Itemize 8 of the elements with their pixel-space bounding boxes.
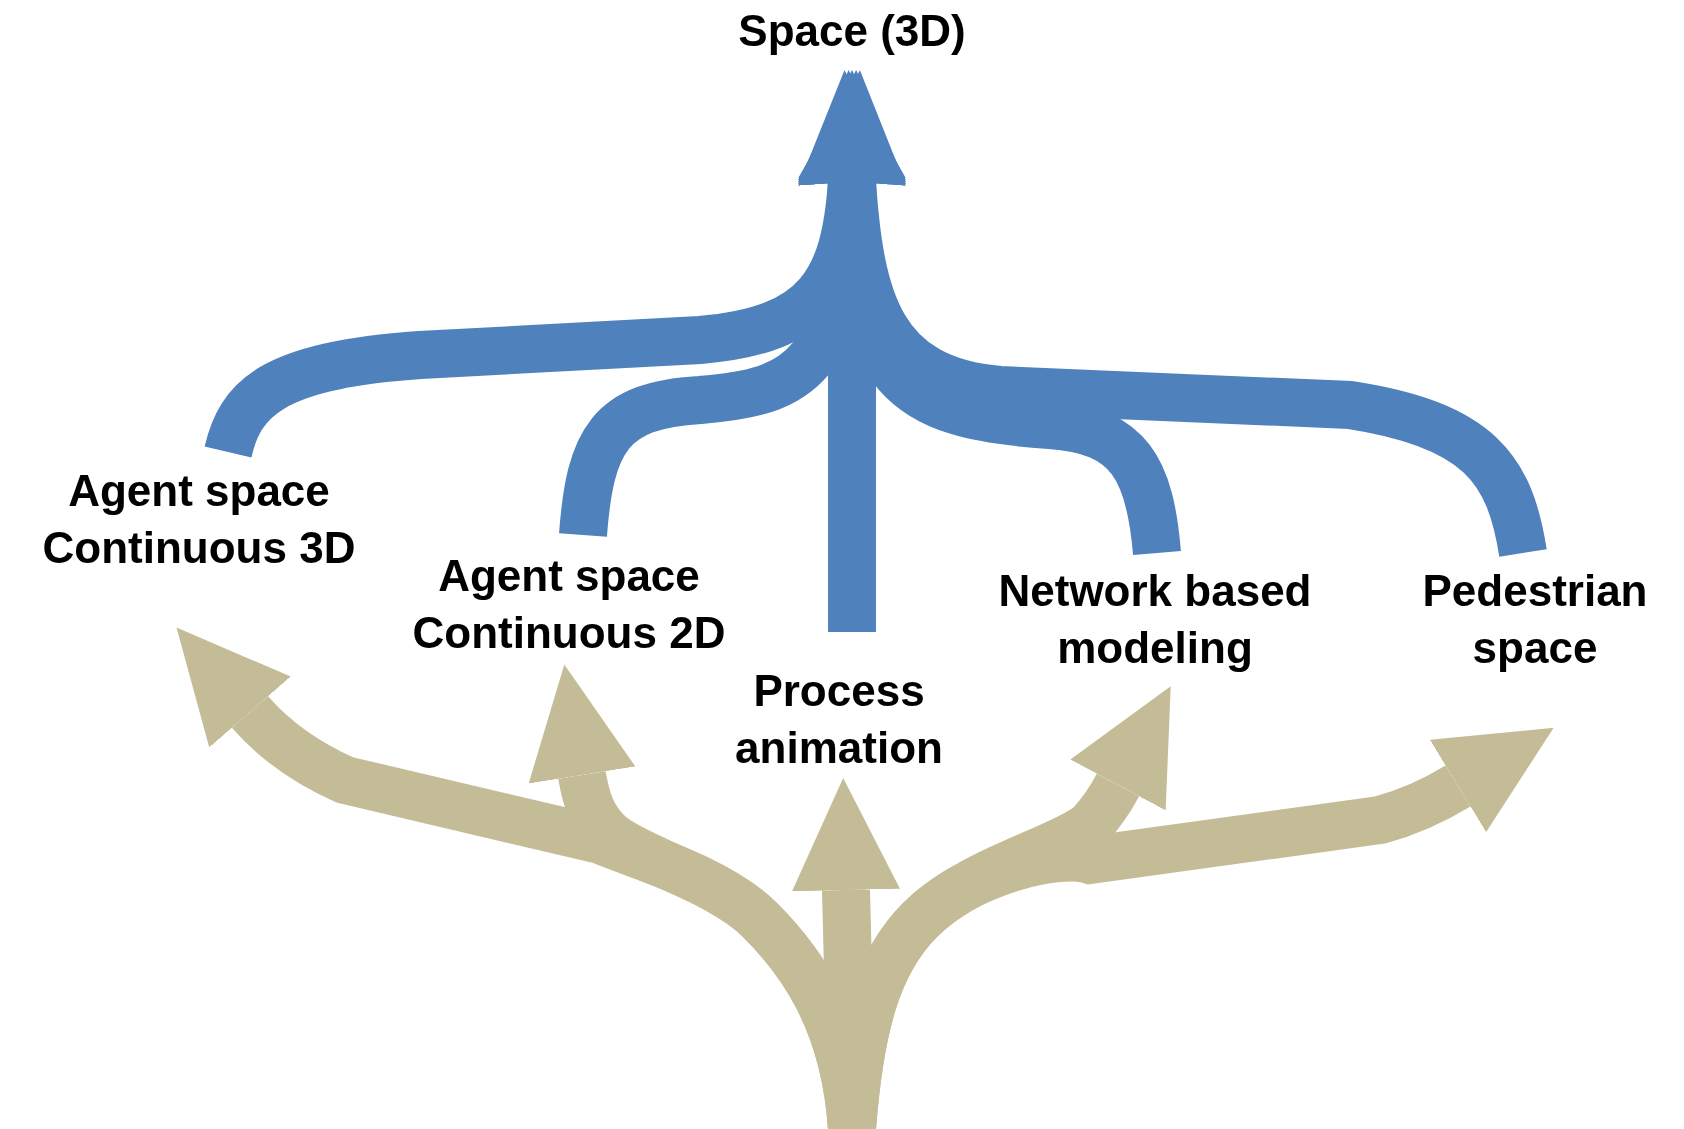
node-label: Network based modeling (997, 565, 1313, 675)
node-label: Space (3D) (737, 5, 967, 57)
node-label: Agent space Continuous 3D (41, 465, 357, 575)
arrow (798, 70, 1181, 556)
arrow (798, 70, 906, 632)
node-label: Agent space Continuous 2D (411, 550, 727, 660)
node-label: Process animation (734, 665, 944, 775)
node-label: Pedestrian space (1421, 565, 1649, 675)
